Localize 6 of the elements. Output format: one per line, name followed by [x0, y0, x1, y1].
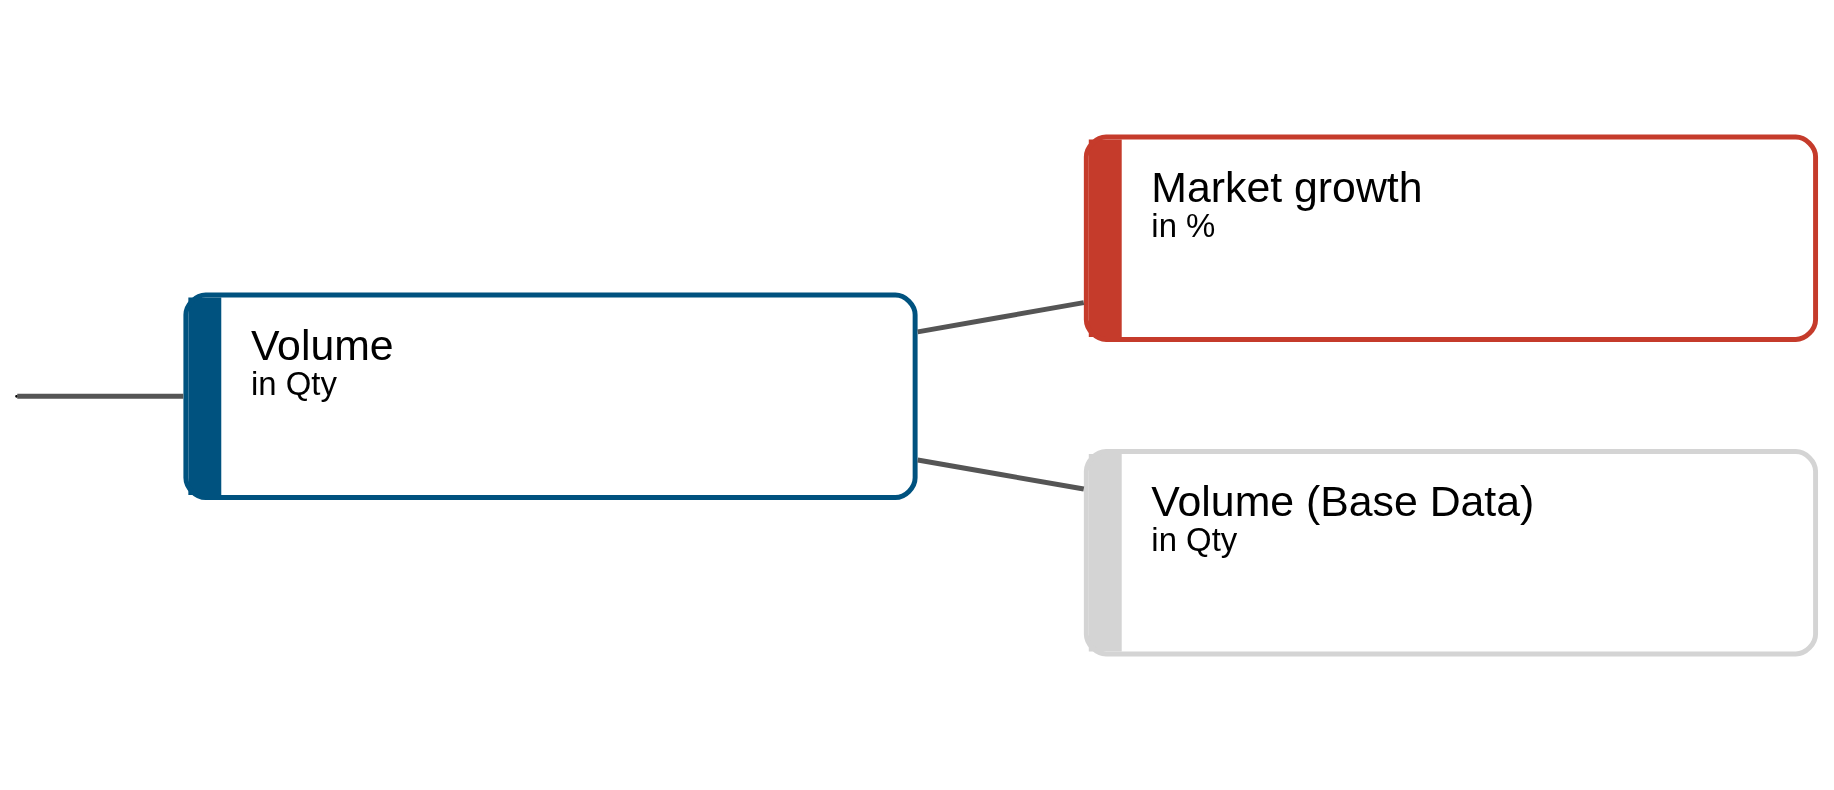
- node-box: Volume in Qty: [183, 292, 918, 500]
- connector: [917, 457, 1085, 491]
- connector: [917, 299, 1085, 334]
- node-box: Volume (Base Data) in Qty: [1083, 448, 1819, 656]
- node-box: Market growth in %: [1083, 134, 1819, 342]
- connector: [17, 393, 184, 399]
